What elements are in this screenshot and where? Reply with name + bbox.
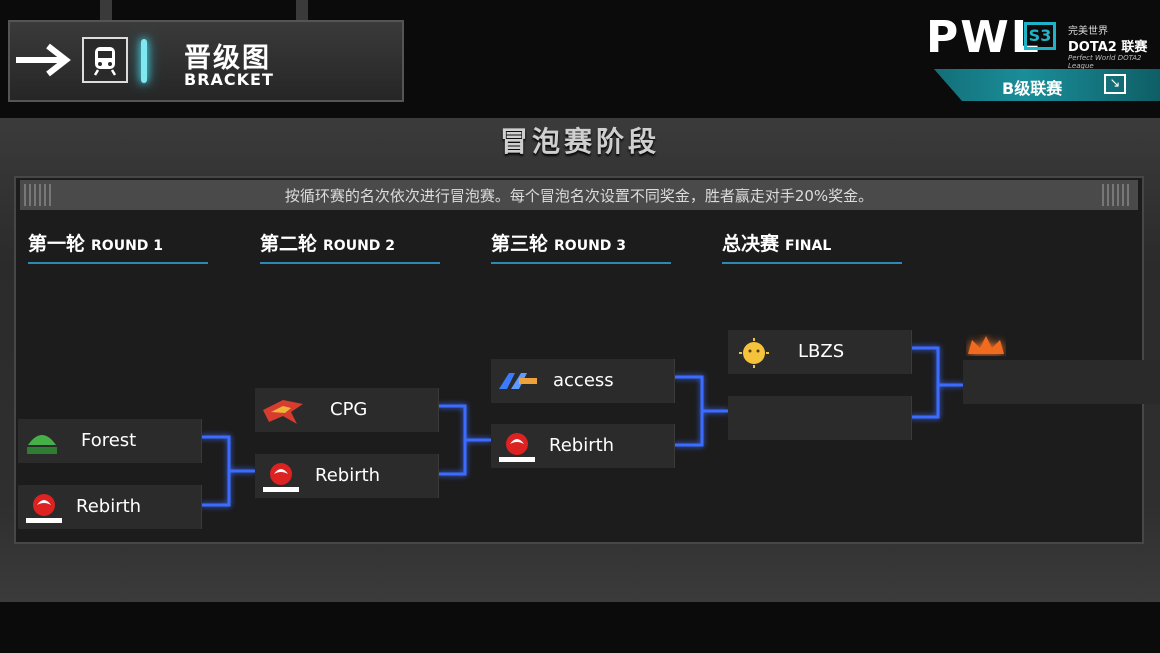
arrow-right-icon (16, 43, 71, 77)
team-name: Rebirth (76, 496, 142, 517)
glow-divider (141, 39, 147, 83)
team-slot-lbzs[interactable]: LBZS (728, 330, 912, 374)
logo-tagline: 完美世界 (1068, 26, 1108, 37)
page-title-cn: 晋级图 (184, 43, 271, 74)
round-title-en: ROUND 3 (554, 238, 627, 254)
description-bar (20, 180, 1138, 210)
pwl-logo-wordmark: PWL (926, 12, 1041, 63)
team-slot-empty[interactable] (728, 396, 912, 440)
decorative-stripes (1102, 184, 1132, 206)
round-header-1: 第一轮 ROUND 1 (28, 229, 208, 264)
access-logo-icon (499, 373, 537, 389)
plaque-hanger (100, 0, 112, 22)
league-label: B级联赛 (1002, 79, 1063, 98)
team-name: access (553, 370, 614, 391)
decorative-stripes (24, 184, 54, 206)
team-name: Rebirth (549, 435, 615, 456)
team-name: LBZS (798, 341, 845, 362)
page-title-en: BRACKET (184, 70, 274, 89)
lbzs-logo-icon (739, 338, 769, 368)
round-title-cn: 第一轮 (28, 233, 86, 255)
cpg-logo-icon (263, 400, 303, 424)
team-name: Rebirth (315, 465, 381, 486)
rebirth-logo-icon (263, 463, 299, 492)
logo-product: DOTA2 联赛 (1068, 40, 1148, 55)
team-slot-access[interactable]: access (491, 359, 675, 403)
stage-description: 按循环赛的名次依次进行冒泡赛。每个冒泡名次设置不同奖金，胜者赢走对手20%奖金。 (284, 187, 874, 205)
round-title-en: ROUND 1 (91, 238, 164, 254)
expand-arrow-icon[interactable]: ↘ (1104, 74, 1126, 94)
rebirth-logo-icon (26, 494, 62, 523)
header-plaque (8, 20, 404, 102)
team-slot-forest[interactable]: Forest (18, 419, 202, 463)
team-slot-rebirth[interactable]: Rebirth (18, 485, 202, 529)
round-header-final: 总决赛 FINAL (722, 229, 902, 264)
round-title-en: FINAL (785, 238, 832, 254)
crown-icon (968, 336, 1004, 354)
round-title-cn: 总决赛 (722, 233, 780, 255)
rebirth-logo-icon (499, 433, 535, 462)
round-header-3: 第三轮 ROUND 3 (491, 229, 671, 264)
team-name: CPG (330, 399, 368, 420)
stage-title: 冒泡赛阶段 (499, 125, 660, 158)
team-name: Forest (81, 430, 137, 451)
logo-subtitle: Perfect World DOTA2 League (1068, 54, 1142, 70)
round-title-cn: 第二轮 (260, 233, 318, 255)
train-icon (82, 37, 128, 83)
plaque-hanger (296, 0, 308, 22)
round-title-en: ROUND 2 (323, 238, 396, 254)
forest-logo-icon (27, 435, 57, 454)
bracket-panel (14, 176, 1144, 544)
team-slot-rebirth[interactable]: Rebirth (491, 424, 675, 468)
round-title-cn: 第三轮 (491, 233, 549, 255)
team-slot-rebirth[interactable]: Rebirth (255, 454, 439, 498)
champion-slot (963, 360, 1160, 404)
team-slot-cpg[interactable]: CPG (255, 388, 439, 432)
season-badge: S3 (1024, 22, 1056, 50)
round-header-2: 第二轮 ROUND 2 (260, 229, 440, 264)
